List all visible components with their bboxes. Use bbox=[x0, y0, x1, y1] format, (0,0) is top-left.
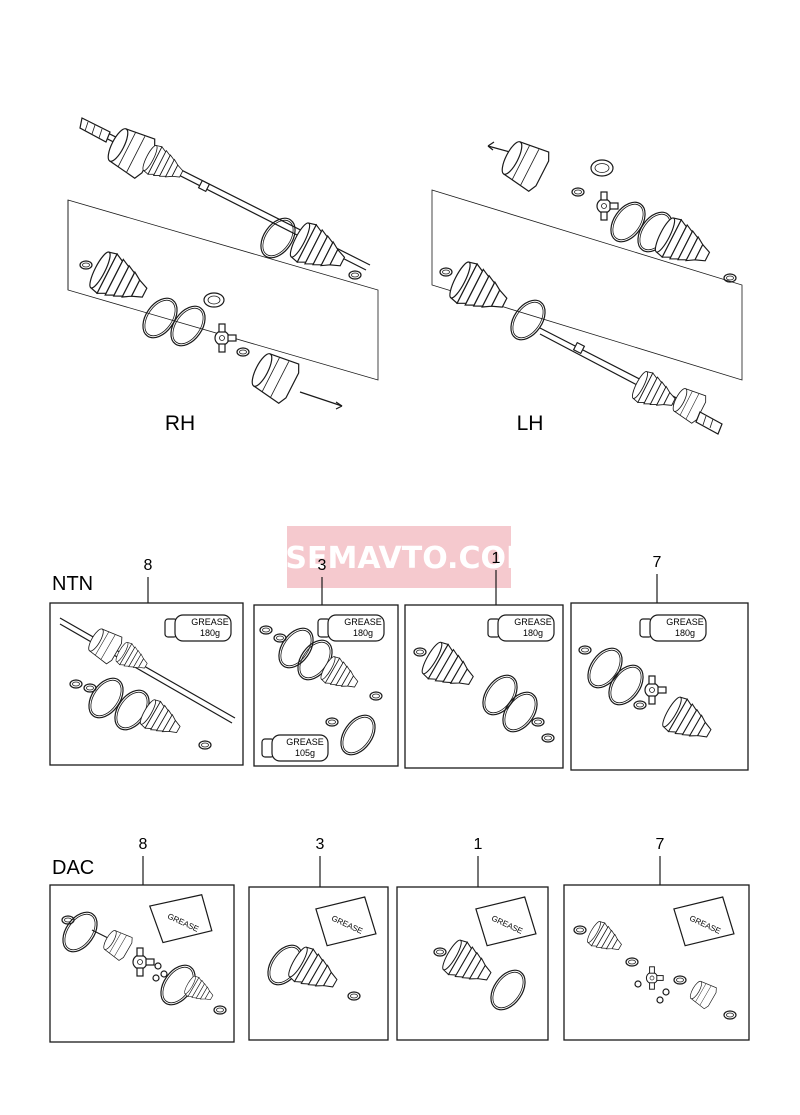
ntn-label: NTN bbox=[52, 573, 93, 595]
watermark: VSEMAVTO.COM bbox=[262, 526, 536, 588]
grease-name: GREASE bbox=[666, 617, 704, 627]
ntn-kit-8: 8 GREASE 180g bbox=[49, 557, 244, 766]
dac-kit-7: 7 GREASE bbox=[563, 836, 750, 1041]
kit-number: 7 bbox=[653, 554, 662, 571]
kit-number: 1 bbox=[474, 836, 483, 853]
grease-weight-2: 105g bbox=[295, 748, 315, 758]
rh-label: RH bbox=[165, 412, 195, 435]
grease-weight: 180g bbox=[675, 628, 695, 638]
rh-assembly: RH bbox=[67, 117, 379, 435]
dac-kit-1: 1 GREASE bbox=[396, 836, 549, 1041]
grease-weight: 180g bbox=[200, 628, 220, 638]
kit-number: 1 bbox=[492, 550, 501, 567]
kit-number: 7 bbox=[656, 836, 665, 853]
dac-kit-8: 8 GREASE bbox=[49, 836, 235, 1043]
dac-label: DAC bbox=[52, 857, 94, 879]
dac-kit-3: 3 GREASE bbox=[248, 836, 389, 1041]
watermark-text: VSEMAVTO.COM bbox=[262, 541, 536, 576]
grease-name: GREASE bbox=[191, 617, 229, 627]
ntn-kit-7: 7 GREASE 180g bbox=[570, 554, 749, 771]
grease-name: GREASE bbox=[344, 617, 382, 627]
ntn-kit-1: 1 GREASE 180g bbox=[404, 550, 564, 769]
kit-number: 8 bbox=[144, 557, 153, 574]
grease-name-2: GREASE bbox=[286, 737, 324, 747]
lh-label: LH bbox=[517, 412, 544, 435]
grease-weight: 180g bbox=[523, 628, 543, 638]
ntn-kit-3: 3 GREASE 180g GREASE 105g bbox=[253, 557, 399, 767]
lh-assembly: LH bbox=[431, 135, 743, 435]
grease-name: GREASE bbox=[514, 617, 552, 627]
kit-number: 3 bbox=[318, 557, 327, 574]
kit-number: 3 bbox=[316, 836, 325, 853]
kit-number: 8 bbox=[139, 836, 148, 853]
grease-weight: 180g bbox=[353, 628, 373, 638]
